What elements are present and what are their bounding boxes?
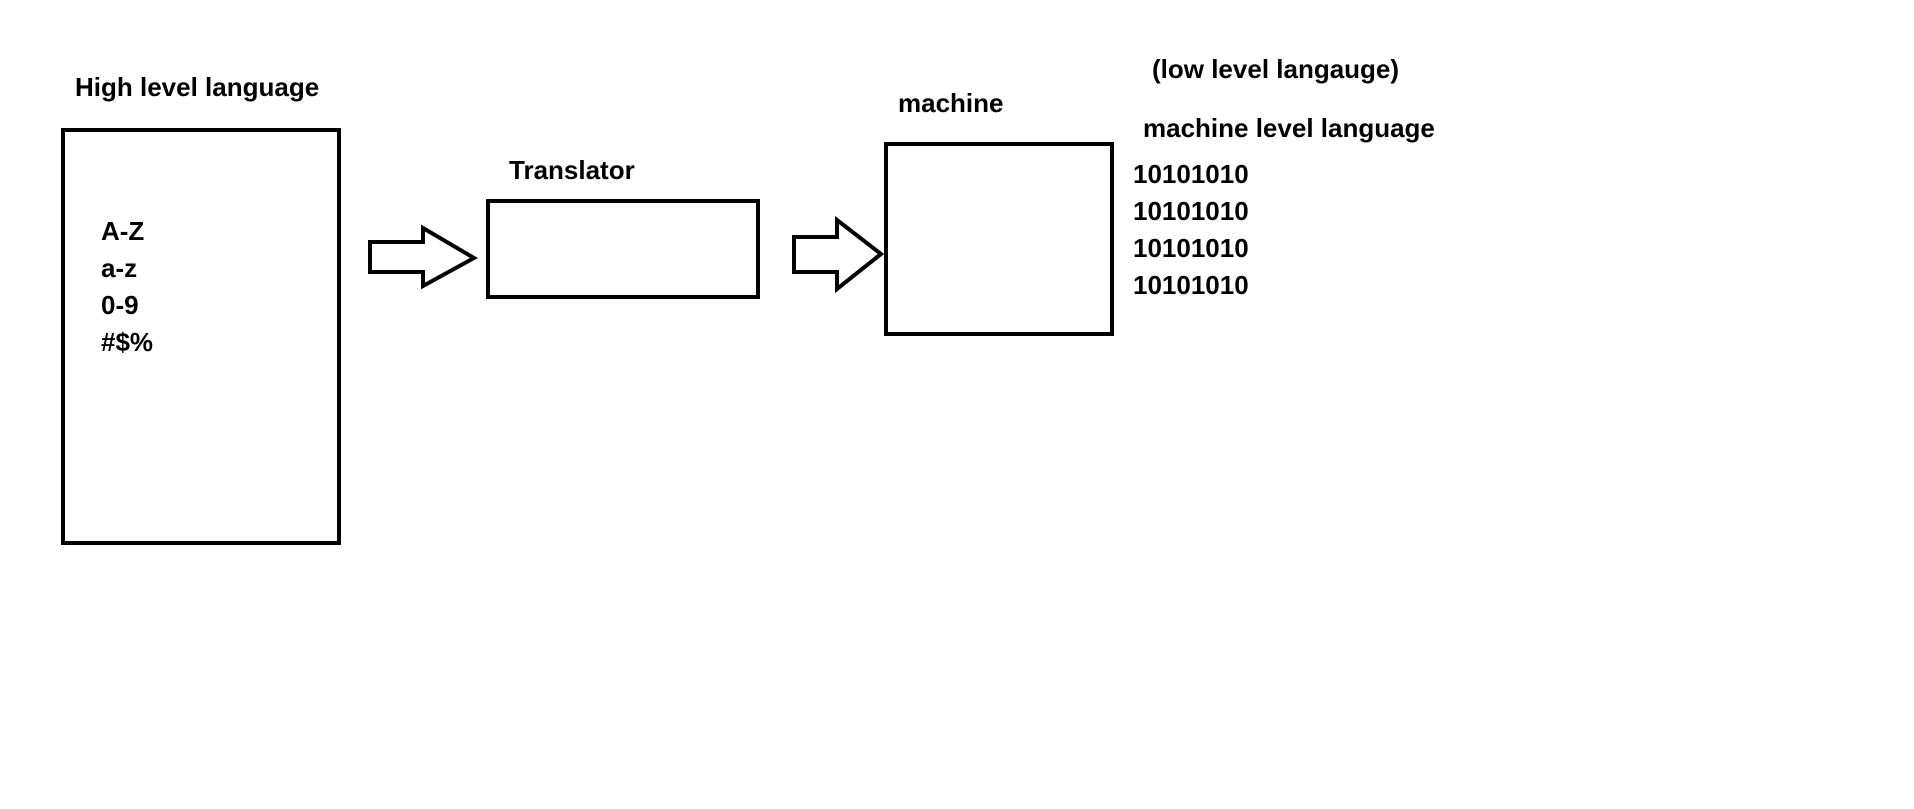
binary-code-line: 10101010 — [1133, 270, 1249, 300]
binary-code-line: 10101010 — [1133, 159, 1249, 189]
arrow-right-icon — [368, 224, 479, 290]
translator-title: Translator — [509, 155, 635, 185]
machine-box — [884, 142, 1114, 336]
character-set-uppercase: A-Z — [101, 216, 145, 246]
binary-code-list: 10101010 10101010 10101010 10101010 — [1133, 156, 1249, 304]
low-level-language-note: (low level langauge) — [1152, 54, 1400, 84]
machine-title: machine — [898, 88, 1004, 118]
binary-code-line: 10101010 — [1133, 233, 1249, 263]
translator-box — [486, 199, 760, 299]
character-set-symbols: #$% — [101, 327, 154, 357]
high-level-language-title: High level language — [75, 72, 320, 102]
binary-code-line: 10101010 — [1133, 196, 1249, 226]
high-level-character-list: A-Z a-z 0-9 #$% — [101, 213, 153, 361]
character-set-lowercase: a-z — [101, 253, 138, 283]
arrow-right-icon — [792, 215, 885, 294]
high-level-language-box — [61, 128, 341, 545]
character-set-digits: 0-9 — [101, 290, 139, 320]
machine-level-language-title: machine level language — [1143, 113, 1435, 143]
